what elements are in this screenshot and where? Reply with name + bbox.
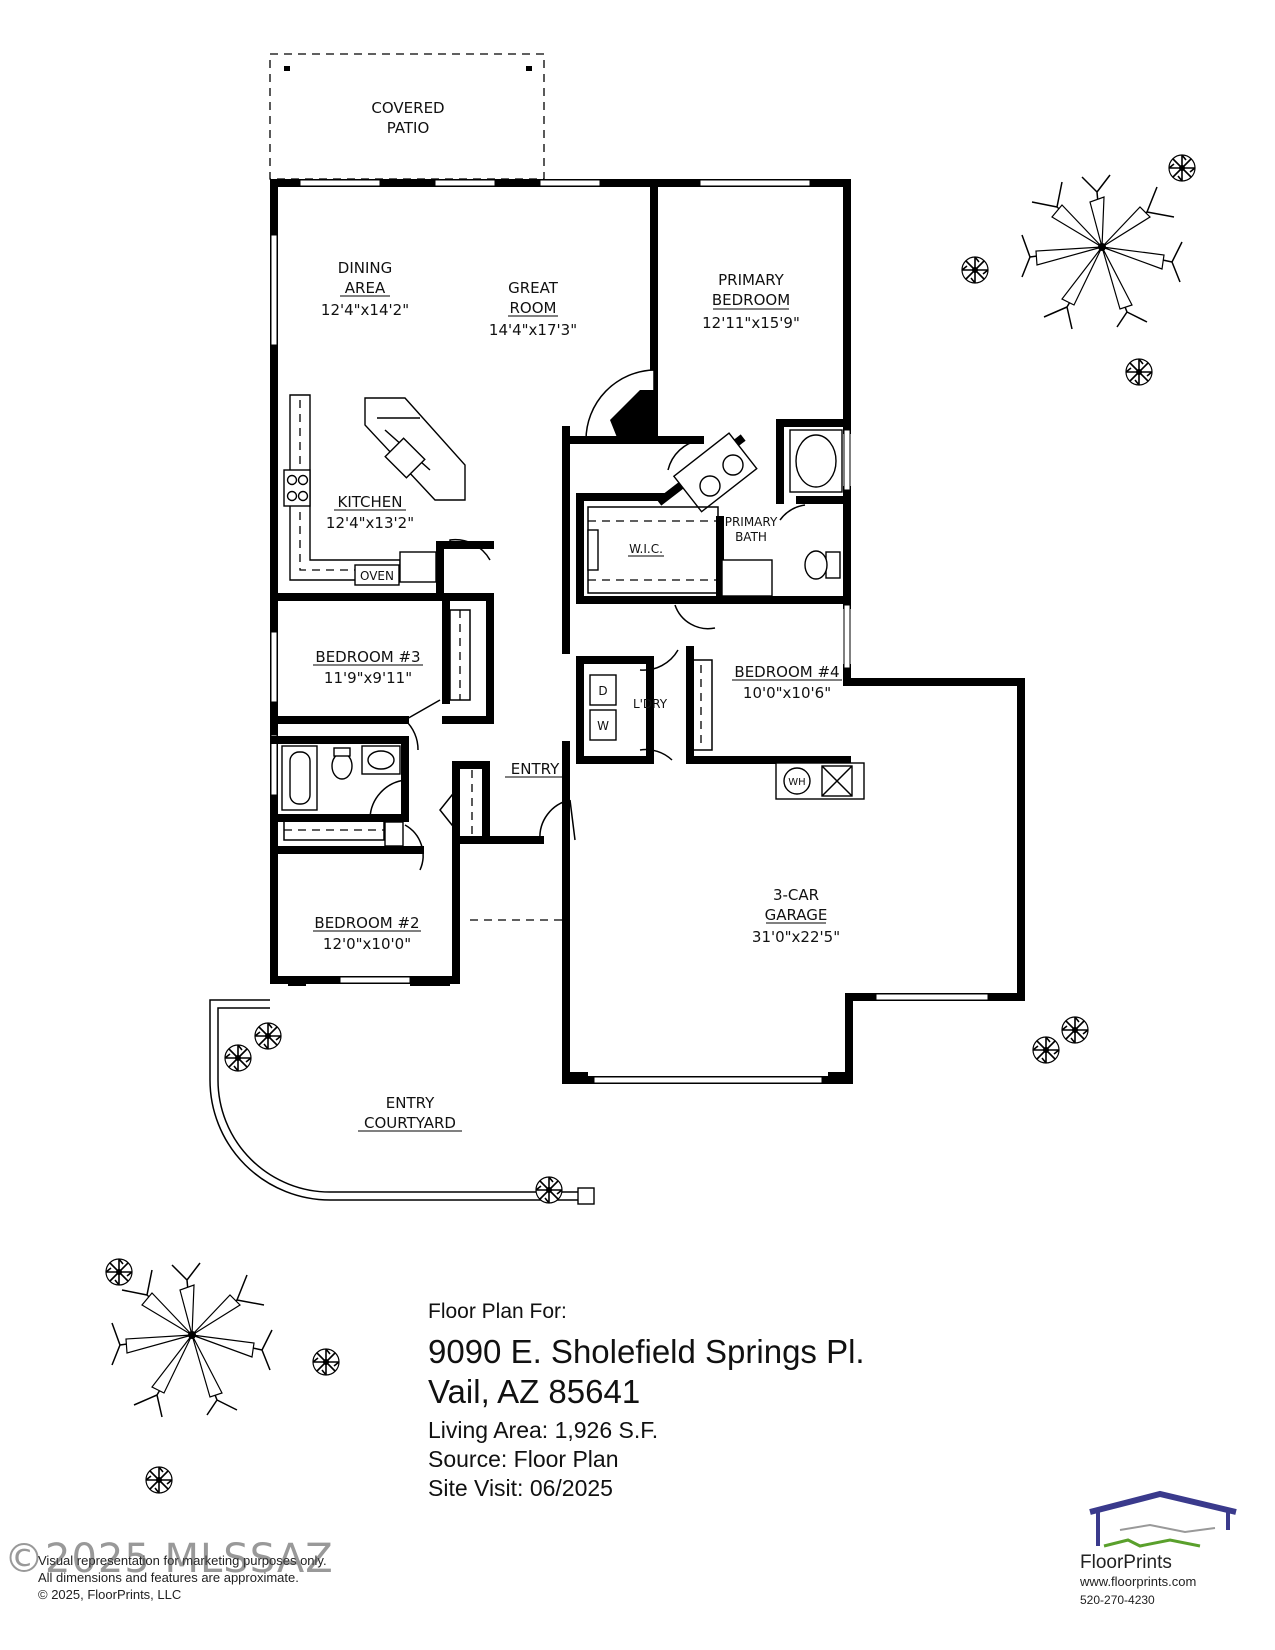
bedroom4-label: BEDROOM #4 (734, 663, 839, 681)
plant-icon (254, 1022, 282, 1050)
living-area: Living Area: 1,926 S.F. (428, 1417, 659, 1443)
dryer (589, 674, 617, 706)
garage-door (593, 1076, 823, 1084)
disclaimer-line: Visual representation for marketing purp… (38, 1553, 327, 1568)
garage-dimension: 31'0"x22'5" (752, 928, 840, 946)
plant-icon (1061, 1016, 1089, 1044)
wic-label: W.I.C. (629, 542, 663, 556)
wall-pier (828, 1072, 850, 1084)
toilet (804, 550, 828, 580)
plant-icon (145, 1466, 173, 1494)
washer (589, 709, 617, 741)
window (270, 734, 278, 796)
fridge (399, 551, 437, 583)
source: Source: Floor Plan (428, 1446, 619, 1472)
bedroom3-label: BEDROOM #3 (315, 648, 420, 666)
plant-icon (1168, 154, 1196, 182)
washer-label: W (597, 719, 609, 733)
primary-bath-label: BATH (735, 530, 767, 544)
site-visit: Site Visit: 06/2025 (428, 1475, 613, 1501)
water-heater (783, 767, 811, 795)
dining-label: DINING (338, 259, 392, 277)
kitchen-dimension: 12'4"x13'2" (326, 514, 414, 532)
courtyard-label: ENTRY (386, 1094, 435, 1112)
covered-patio-label: COVERED (371, 99, 444, 117)
primary-bedroom-label: PRIMARY (718, 271, 785, 289)
patio-post (284, 66, 290, 71)
tree-icon (1021, 174, 1183, 330)
bedroom2-label: BEDROOM #2 (314, 914, 419, 932)
floorprints-logo-icon (1089, 1490, 1237, 1548)
plant-icon (961, 256, 989, 284)
brand-block: FloorPrints www.floorprints.com 520-270-… (1076, 1552, 1266, 1607)
sink (384, 437, 426, 479)
window (843, 429, 851, 491)
entry-label: ENTRY (511, 760, 560, 778)
oven-label: OVEN (360, 569, 394, 583)
wall-pier (288, 976, 306, 986)
great-room-dimension: 14'4"x17'3" (489, 321, 577, 339)
oven (354, 564, 400, 586)
window (299, 179, 381, 187)
dining-dimension: 12'4"x14'2" (321, 301, 409, 319)
window (699, 179, 811, 187)
window (539, 179, 601, 187)
window (270, 631, 278, 703)
primary-bath-label: PRIMARY (725, 515, 778, 529)
window (339, 976, 411, 984)
vanity (672, 432, 758, 513)
laundry-label: L'DRY (633, 697, 668, 711)
bedroom4-dimension: 10'0"x10'6" (743, 684, 831, 702)
garage-label: 3-CAR (773, 886, 819, 904)
toilet (331, 752, 353, 780)
disclaimer: Visual representation for marketing purp… (38, 1552, 327, 1603)
disclaimer-line: All dimensions and features are approxim… (38, 1570, 299, 1585)
address-line-2: Vail, AZ 85641 (428, 1373, 641, 1410)
brand-name: FloorPrints (1080, 1552, 1172, 1573)
wall-pier (410, 976, 450, 986)
cooktop (283, 469, 311, 507)
tree-icon (111, 1262, 273, 1418)
dryer-label: D (598, 684, 607, 698)
bedroom3-dimension: 11'9"x9'11" (324, 669, 412, 687)
window (270, 234, 278, 346)
address-line-1: 9090 E. Sholefield Springs Pl. (428, 1333, 865, 1370)
brand-phone: 520-270-4230 (1080, 1593, 1155, 1607)
property-info: Floor Plan For: 9090 E. Sholefield Sprin… (428, 1300, 865, 1503)
primary-bedroom-dimension: 12'11"x15'9" (702, 314, 800, 332)
water-heater-label: WH (788, 777, 805, 788)
copyright: © 2025, FloorPrints, LLC (38, 1587, 182, 1602)
plant-icon (1032, 1036, 1060, 1064)
window (875, 993, 989, 1001)
tub-basin (795, 434, 837, 488)
plant-icon (535, 1176, 563, 1204)
wall-pier (566, 1072, 588, 1084)
window (843, 604, 851, 669)
toilet-tank (825, 551, 841, 579)
garage-label: GARAGE (765, 906, 828, 924)
patio-post (526, 66, 532, 71)
plant-icon (224, 1044, 252, 1072)
dining-label: AREA (345, 279, 386, 297)
courtyard-label: COURTYARD (364, 1114, 456, 1132)
plant-icon (105, 1258, 133, 1286)
plant-icon (312, 1348, 340, 1376)
brand-url[interactable]: www.floorprints.com (1080, 1574, 1197, 1589)
bedroom2-dimension: 12'0"x10'0" (323, 935, 411, 953)
covered-patio-label: PATIO (387, 119, 430, 137)
kitchen-label: KITCHEN (338, 493, 403, 511)
great-room-label: ROOM (510, 299, 557, 317)
primary-bedroom-label: BEDROOM (712, 291, 790, 309)
courtyard-wall (209, 999, 578, 1201)
window (434, 179, 496, 187)
plant-icon (1125, 358, 1153, 386)
info-intro: Floor Plan For: (428, 1300, 567, 1323)
great-room-label: GREAT (508, 279, 559, 297)
